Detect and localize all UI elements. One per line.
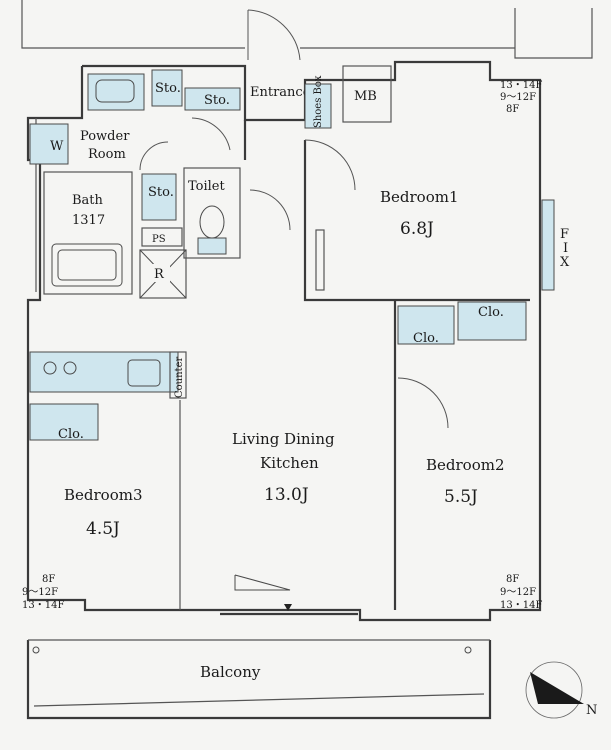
kitchen: Counter — [29, 351, 187, 610]
note-tr-1: 13・14F — [500, 80, 542, 91]
bedroom1-label: Bedroom1 — [380, 188, 459, 206]
kitchen-sink — [127, 359, 161, 387]
toilet-bowl — [199, 205, 225, 239]
bedroom1-size: 6.8J — [400, 219, 434, 239]
entrance-label: Entrance — [250, 85, 311, 100]
bedroom2-label: Bedroom2 — [426, 456, 505, 474]
bath-label: Bath — [72, 193, 104, 208]
fix-window — [541, 199, 555, 291]
note-br-1: 8F — [506, 574, 519, 585]
toilet-label: Toilet — [188, 179, 225, 194]
clo-bedroom2-label: Clo. — [413, 331, 439, 346]
storage-top-left-label: Sto. — [155, 81, 181, 96]
fix-i: I — [563, 241, 568, 256]
bedroom3-label: Bedroom3 — [64, 486, 143, 504]
storage-bath-label: Sto. — [148, 185, 174, 200]
fix-f: F — [560, 227, 569, 242]
mb-label: MB — [354, 89, 377, 104]
note-br-3: 13・14F — [500, 600, 542, 611]
counter-label: Counter — [174, 357, 185, 398]
bedroom2-size: 5.5J — [444, 487, 478, 507]
shoes-box-label: Shoes Box — [313, 75, 324, 128]
ldk: Living Dining Kitchen 13.0J — [220, 430, 358, 616]
fix-x: X — [560, 255, 570, 270]
clo-bedroom1 — [457, 301, 527, 341]
bedroom3: Clo. Bedroom3 4.5J — [29, 403, 143, 539]
mb-box — [342, 65, 392, 123]
compass-label: N — [586, 703, 597, 718]
entrance-area: Entrance Shoes Box MB — [243, 9, 392, 160]
washbasin — [87, 73, 145, 111]
clo-bedroom1-label: Clo. — [478, 305, 504, 320]
toilet-tank — [197, 237, 227, 255]
bedroom3-size: 4.5J — [86, 519, 120, 539]
ldk-label-1: Living Dining — [232, 430, 335, 448]
clo-bedroom2 — [397, 305, 455, 345]
storage-top: Sto. Sto. — [151, 69, 241, 111]
bathtub — [51, 243, 123, 287]
bedroom1: Bedroom1 6.8J F I X Clo. — [303, 139, 570, 341]
toilet-room: Toilet — [183, 117, 291, 259]
note-tr-3: 8F — [506, 104, 519, 115]
clo-bedroom3 — [29, 403, 99, 441]
note-bl-2: 9～12F — [22, 587, 58, 598]
floor-notes-bottom-left: 8F 9～12F 13・14F — [22, 574, 64, 611]
ps-label: PS — [152, 234, 166, 245]
storage-top-left-box — [151, 69, 183, 107]
note-bl-1: 8F — [42, 574, 55, 585]
note-bl-3: 13・14F — [22, 600, 64, 611]
r-label: R — [154, 267, 165, 282]
ldk-label-2: Kitchen — [260, 454, 319, 472]
bedroom2: Clo. Bedroom2 5.5J — [393, 300, 505, 610]
ldk-size: 13.0J — [264, 485, 309, 505]
powder-room-label-1: Powder — [80, 129, 130, 144]
washer-pan — [29, 123, 69, 165]
storage-top-label: Sto. — [204, 93, 230, 108]
shoes-box — [304, 83, 332, 129]
clo-bedroom3-label: Clo. — [58, 427, 84, 442]
washer-label: W — [50, 139, 64, 154]
storage-bath-box — [141, 173, 177, 221]
floor-notes-top-right: 13・14F 9～12F 8F — [500, 80, 542, 115]
bath: Bath 1317 — [43, 171, 133, 295]
note-br-2: 9～12F — [500, 587, 536, 598]
compass-icon: N — [525, 661, 597, 719]
storage-bath: Sto. PS R — [139, 173, 187, 299]
balcony: Balcony — [26, 639, 492, 720]
powder-room-label-2: Room — [88, 147, 126, 162]
bath-size: 1317 — [72, 213, 105, 228]
floor-notes-bottom-right: 8F 9～12F 13・14F — [500, 574, 542, 611]
powder-room: W Powder Room — [29, 73, 169, 171]
balcony-label: Balcony — [200, 663, 261, 681]
storage-top-box — [184, 87, 241, 111]
note-tr-2: 9～12F — [500, 92, 536, 103]
top-neighbor-walls — [21, 0, 593, 59]
